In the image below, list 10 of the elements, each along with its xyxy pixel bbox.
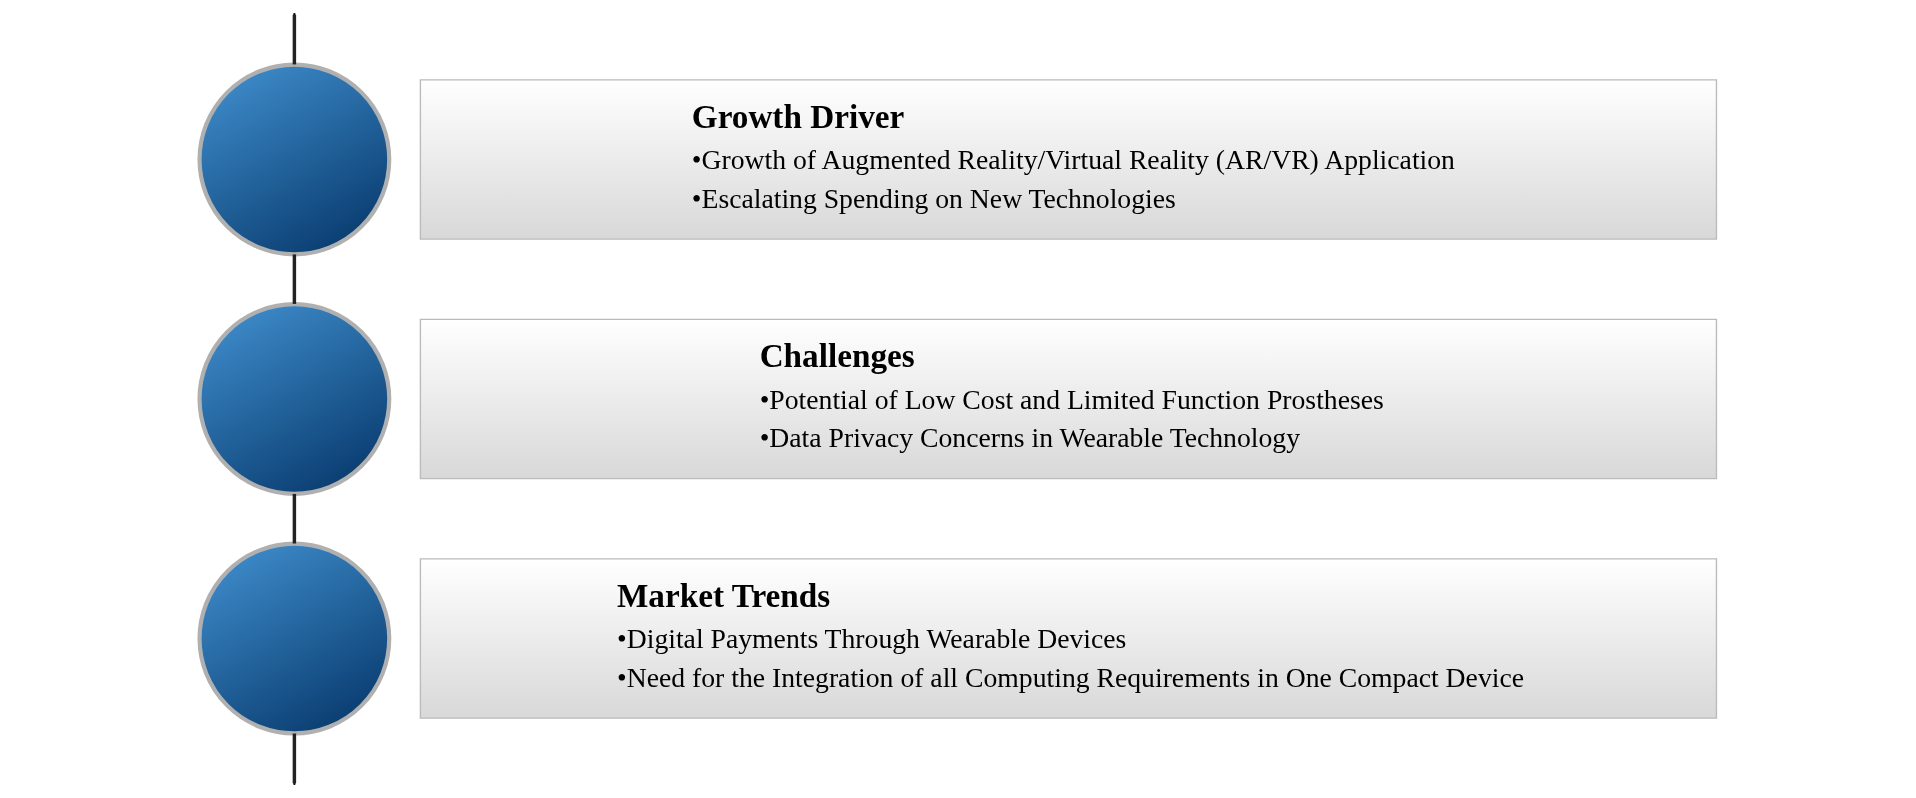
connector xyxy=(292,733,297,784)
connector xyxy=(292,493,297,544)
node-box: Market Trends •Digital Payments Through Wearable Devices •Need for the Integration of all Computing Requirements in One Compact Device xyxy=(419,558,1718,719)
node-circle xyxy=(197,302,392,496)
node-box: Growth Driver •Growth of Augmented Reality/Virtual Reality (AR/VR) Application •Escalating Spending on New Technologies xyxy=(419,79,1718,240)
connector xyxy=(292,14,297,65)
connector xyxy=(292,254,297,304)
node-circle xyxy=(197,62,392,257)
node-box: Challenges •Potential of Low Cost and Limited Function Prostheses •Data Privacy Concerns in Wearable Technology xyxy=(419,318,1718,480)
node-circle xyxy=(197,541,392,736)
